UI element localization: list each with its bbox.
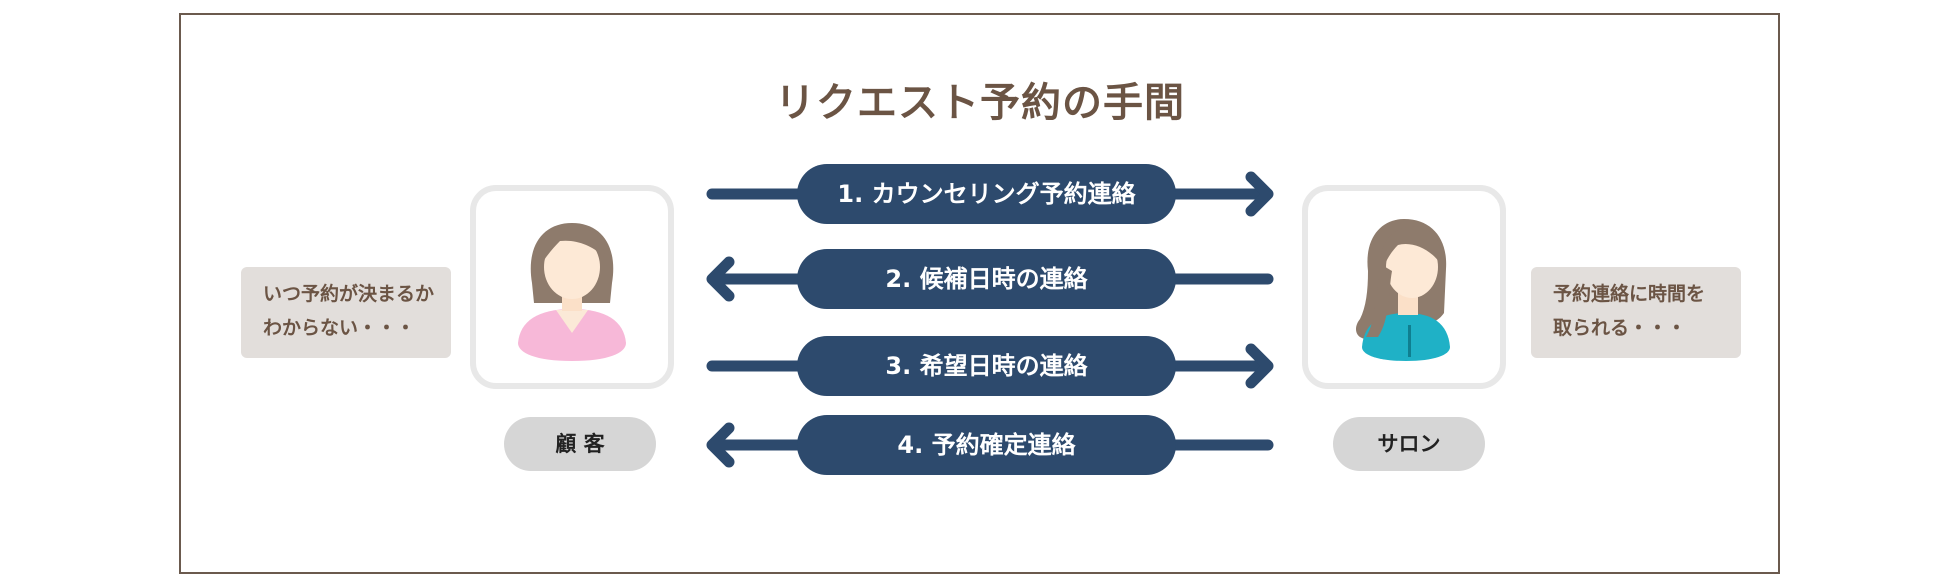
woman-icon (518, 223, 626, 361)
customer-label: 顧 客 (504, 417, 656, 471)
customer-note: いつ予約が決まるか わからない・・・ (241, 267, 451, 358)
stylist-icon (1356, 219, 1450, 361)
customer-note-line-2: わからない・・・ (263, 317, 416, 339)
step-3-label: 3. 希望日時の連絡 (797, 336, 1176, 396)
step-2-label: 2. 候補日時の連絡 (797, 249, 1176, 309)
customer-note-line-1: いつ予約が決まるか (263, 283, 435, 305)
salon-note-line-2: 取られる・・・ (1553, 317, 1687, 339)
customer-card (470, 185, 674, 389)
salon-note-line-1: 予約連絡に時間を (1553, 283, 1706, 305)
step-1-arrow-head (1245, 171, 1274, 217)
salon-card (1302, 185, 1506, 389)
step-4-arrow-head (706, 422, 735, 468)
step-1-label: 1. カウンセリング予約連絡 (797, 164, 1176, 224)
salon-label: サロン (1333, 417, 1485, 471)
step-3-arrow-head (1245, 343, 1274, 389)
step-4-label: 4. 予約確定連絡 (797, 415, 1176, 475)
salon-note: 予約連絡に時間を 取られる・・・ (1531, 267, 1741, 358)
step-2-arrow-head (706, 256, 735, 302)
diagram-title: リクエスト予約の手間 (775, 80, 1185, 126)
